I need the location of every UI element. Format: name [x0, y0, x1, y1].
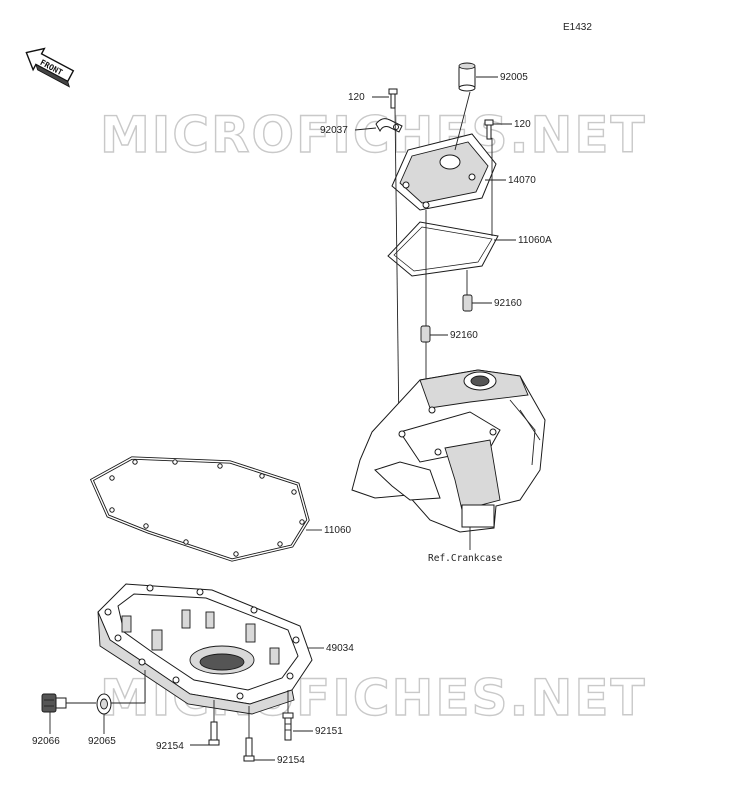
part-14070-cover: [391, 133, 497, 211]
label-49034[interactable]: 49034: [326, 643, 354, 654]
label-14070[interactable]: 14070: [508, 175, 536, 186]
part-49034-oil-pan: [97, 583, 313, 715]
part-92154-bolt-left: [208, 721, 220, 746]
label-92154-left[interactable]: 92154: [156, 741, 184, 752]
watermark-top: MICROFICHES.NET: [100, 106, 647, 164]
part-11060A-gasket: [387, 221, 499, 277]
part-92066-drain-plug: [41, 693, 67, 713]
part-92160-dowel-upper: [462, 294, 473, 312]
label-92160-lower[interactable]: 92160: [450, 330, 478, 341]
label-92037[interactable]: 92037: [320, 125, 348, 136]
label-ref-crankcase[interactable]: Ref.Crankcase: [428, 553, 503, 564]
label-11060[interactable]: 11060: [324, 525, 352, 536]
part-92154-bolt-right: [243, 737, 255, 762]
crankcase-reference: [351, 369, 546, 533]
label-11060A[interactable]: 11060A: [518, 235, 552, 246]
part-92151-bolt: [282, 712, 294, 741]
label-92066[interactable]: 92066: [32, 736, 60, 747]
label-92065[interactable]: 92065: [88, 736, 116, 747]
part-92160-dowel-lower: [420, 325, 431, 343]
label-92160-upper[interactable]: 92160: [494, 298, 522, 309]
part-120-bolt-right: [484, 119, 494, 140]
label-92005[interactable]: 92005: [500, 72, 528, 83]
part-120-bolt-left: [388, 88, 398, 109]
front-arrow-icon: FRONT: [25, 47, 75, 88]
diagram-code: E1432: [563, 22, 592, 33]
label-120-right[interactable]: 120: [514, 119, 531, 130]
label-120-left[interactable]: 120: [348, 92, 365, 103]
part-92065-washer: [96, 693, 112, 715]
label-92154-right[interactable]: 92154: [277, 755, 305, 766]
label-92151[interactable]: 92151: [315, 726, 343, 737]
part-92005-plug: [458, 62, 476, 92]
part-11060-gasket: [89, 456, 310, 562]
